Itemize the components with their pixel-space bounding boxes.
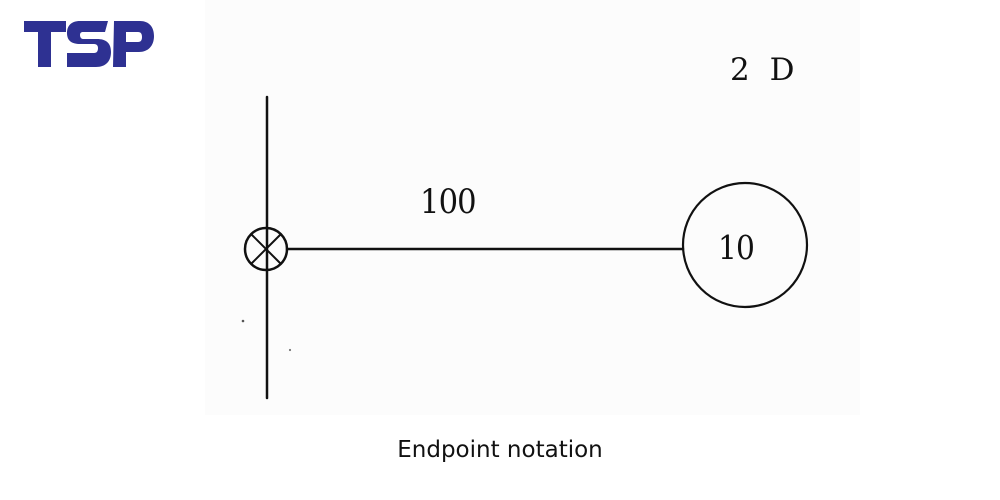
figure-caption: Endpoint notation: [397, 437, 603, 463]
endpoint-marker-cross-b: [251, 234, 281, 264]
endpoint-marker-circle: [243, 226, 289, 272]
tsp-logo-mark: [24, 21, 154, 67]
scan-speck: [288, 348, 292, 352]
view-label: 2 D: [730, 52, 800, 88]
target-circle: [681, 181, 809, 309]
circle-size-label: 10: [718, 228, 755, 267]
tsp-logo: [22, 18, 156, 70]
scan-speck: [241, 319, 245, 323]
scanned-drawing-area: [205, 0, 860, 415]
dimension-label: 100: [420, 182, 477, 222]
